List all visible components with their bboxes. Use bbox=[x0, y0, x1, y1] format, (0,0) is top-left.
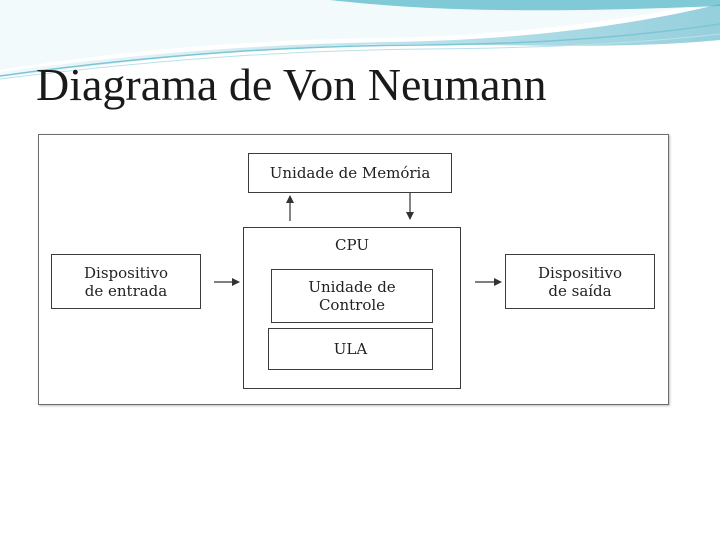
alu-label: ULA bbox=[333, 340, 368, 358]
von-neumann-diagram: Unidade de Memória Dispositivo de entrad… bbox=[38, 134, 669, 405]
output-device-label-line1: Dispositivo bbox=[538, 263, 622, 282]
slide-title: Diagrama de Von Neumann bbox=[36, 59, 547, 110]
cpu-label: CPU bbox=[335, 236, 369, 254]
memory-unit-box: Unidade de Memória bbox=[248, 153, 452, 193]
output-device-label-line2: de saída bbox=[548, 281, 612, 300]
alu-box: ULA bbox=[268, 328, 433, 370]
header-swoosh-decoration bbox=[0, 0, 720, 80]
diagram-arrows bbox=[214, 193, 502, 286]
control-unit-label-line2: Controle bbox=[318, 296, 386, 314]
output-device-box: Dispositivo de saída bbox=[505, 254, 655, 309]
input-device-box: Dispositivo de entrada bbox=[51, 254, 201, 309]
memory-unit-label: Unidade de Memória bbox=[269, 164, 431, 182]
input-device-label-line1: Dispositivo bbox=[84, 263, 168, 282]
control-unit-box: Unidade de Controle bbox=[271, 269, 433, 323]
cpu-box: CPU Unidade de Controle ULA bbox=[243, 227, 461, 389]
input-device-label-line2: de entrada bbox=[84, 281, 168, 300]
control-unit-label-line1: Unidade de bbox=[308, 278, 396, 296]
